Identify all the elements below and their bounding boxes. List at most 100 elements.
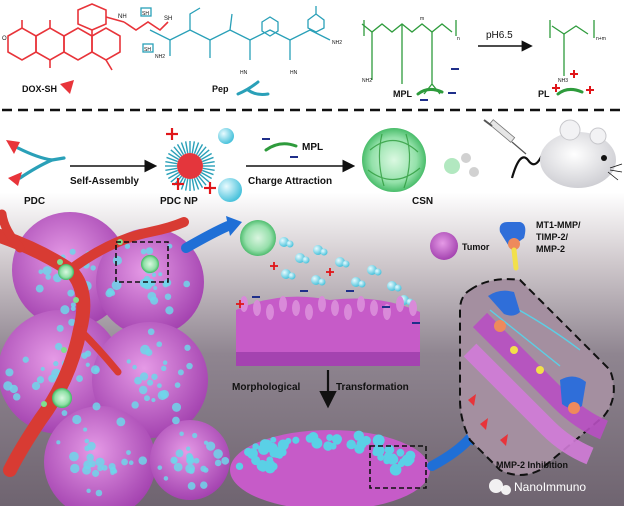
tumor-cyan-bump	[101, 464, 108, 471]
np-spike	[166, 169, 179, 176]
tumor-cyan-bump	[151, 373, 158, 381]
tumor-cyan-bump	[108, 463, 116, 471]
dox-sh-group-label: SH	[164, 16, 172, 22]
tumor-cyan-bump	[126, 359, 131, 364]
tumor-cyan-bump	[174, 382, 181, 388]
tumor-cyan-bump	[206, 441, 216, 451]
zoom-arrow-up	[181, 221, 233, 253]
tumor-cyan-bump	[165, 306, 174, 315]
pep-sh-label-2: SH	[144, 47, 151, 53]
np-spike	[201, 169, 214, 176]
tumor-legend	[430, 232, 458, 260]
tumor-cyan-bump	[185, 463, 195, 474]
tumor-cyan-bump	[145, 348, 153, 357]
tumor-cyan-bump	[70, 302, 76, 308]
free-particle	[387, 281, 397, 291]
tumor-cyan-bump	[42, 266, 52, 276]
pl-chain-icon	[556, 87, 584, 96]
np-spike	[195, 143, 204, 156]
surface-cyan-ball	[265, 460, 273, 468]
tumor-cyan-bump	[68, 318, 76, 326]
free-particle	[351, 277, 361, 287]
surface-cyan-ball	[235, 462, 244, 471]
tumor-cyan-bump	[170, 456, 178, 464]
mmp2-inhibition-label: MMP-2 Inhibition	[496, 460, 568, 470]
tumor-cyan-bump	[110, 470, 115, 476]
tumor-cyan-bump	[84, 438, 90, 444]
tumor-cyan-bump	[151, 397, 156, 403]
tumor-cyan-bump	[145, 279, 154, 288]
tumor-cyan-bump	[13, 393, 21, 401]
free-particle	[295, 253, 305, 263]
tumor-legend-label: Tumor	[462, 242, 490, 252]
tumor-cyan-bump	[214, 459, 222, 467]
membrane-bump	[266, 304, 274, 320]
tumor-cyan-bump	[139, 372, 149, 381]
tumor-cyan-bump	[175, 449, 184, 458]
tumor-cyan-bump	[147, 291, 157, 301]
np-spike	[193, 177, 200, 190]
self-assembly-label: Self-Assembly	[70, 176, 139, 187]
free-particle	[394, 284, 402, 292]
tumor-cyan-bump	[83, 427, 88, 432]
np-spike	[200, 152, 213, 161]
free-particle	[318, 278, 326, 286]
mpl-minus-sign-2	[448, 92, 456, 94]
free-particle	[342, 260, 350, 268]
tumor-cyan-bump	[128, 460, 134, 466]
surface-cyan-ball	[405, 450, 416, 461]
mouse-icon	[540, 119, 623, 188]
mpl-nh2-label: NH2	[362, 78, 372, 84]
dox-triangle-icon	[60, 80, 74, 94]
np-spike	[165, 160, 178, 165]
tumor-cyan-bump	[132, 364, 137, 370]
tumor-cyan-bump	[188, 457, 193, 463]
tumor-cyan-bump	[61, 410, 68, 416]
tumor-cyan-bump	[153, 286, 158, 291]
tumor-cyan-bump	[95, 457, 105, 467]
tumor-cyan-bump	[5, 368, 14, 377]
tumor-cyan-bump	[147, 328, 155, 336]
pep-y-icon	[236, 80, 270, 96]
tumor-cyan-bump	[124, 243, 131, 249]
mpl-minus-sign-3	[451, 68, 459, 70]
np-spike	[195, 176, 204, 189]
np-spike	[173, 146, 183, 157]
zoom-box-left	[115, 241, 169, 283]
free-particle	[313, 245, 323, 255]
tumor-cyan-bump	[157, 383, 162, 389]
free-particle	[367, 265, 377, 275]
tumor-cyan-bump	[163, 476, 169, 481]
np-spike	[191, 178, 196, 191]
membrane-bump	[409, 300, 417, 316]
tumor-cyan-bump	[164, 293, 172, 300]
tumor-cyan-bump	[97, 465, 104, 472]
tumor-cyan-bump	[177, 369, 184, 376]
tumor-cyan-bump	[213, 449, 223, 459]
tumor-cyan-bump	[193, 457, 200, 464]
np-spike	[191, 141, 196, 154]
surface-cyan-ball	[282, 440, 290, 447]
surface-cyan-ball	[326, 434, 334, 442]
tumor-cyan-bump	[9, 384, 18, 394]
tumor-cyan-bump	[186, 362, 193, 370]
pl-plus-signs	[552, 70, 594, 94]
np-spike	[199, 173, 210, 183]
surface-cyan-ball	[270, 436, 277, 443]
free-particle	[281, 269, 291, 279]
surface-cyan-ball	[383, 457, 391, 465]
surface-cyan-ball	[372, 449, 380, 456]
pl-nm-sub: n+m	[596, 36, 606, 42]
free-particle	[311, 275, 321, 285]
surface-cyan-ball	[356, 438, 367, 449]
free-particle	[358, 280, 366, 288]
csn-detached-cluster	[240, 220, 414, 306]
tumor-cyan-bump	[31, 381, 41, 391]
tumor-cyan-bump	[200, 481, 208, 489]
syringe-icon	[483, 119, 527, 155]
surface-cyan-ball	[331, 434, 342, 445]
mpl-n-sub: n	[457, 36, 460, 42]
blood-vessel	[0, 209, 189, 477]
np-spike	[184, 141, 189, 154]
